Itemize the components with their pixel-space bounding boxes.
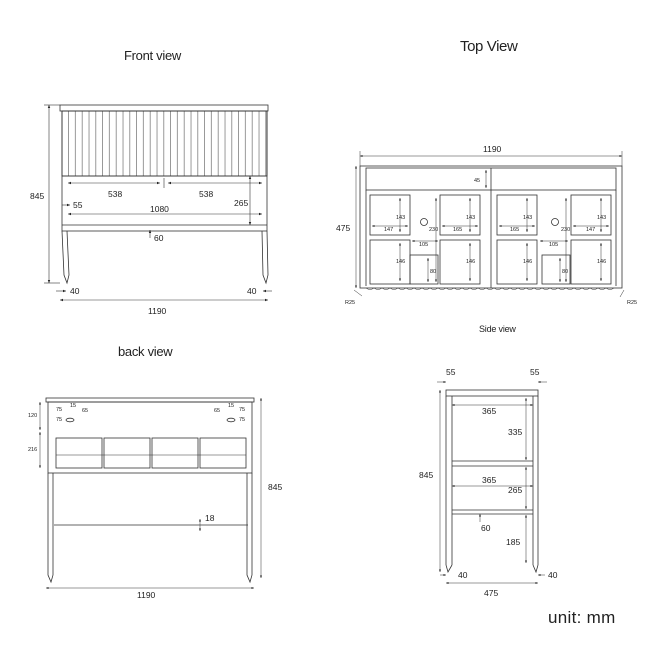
back-right-leg [246,473,253,584]
side-dimensions [437,381,547,584]
front-height-label: 845 [30,191,44,201]
side-mid-gap-label: 265 [508,485,522,495]
front-leg-left-label: 40 [70,286,80,296]
front-drawer-right-label: 538 [199,189,213,199]
front-left-leg [61,230,70,285]
back-top-band-label: 120 [28,413,37,419]
top-depth-label: 475 [336,223,350,233]
front-dimension-labels: 845 538 538 55 1080 265 60 40 40 1190 [30,189,257,316]
front-leg-right-label: 40 [247,286,257,296]
side-foot-height-label: 185 [506,537,520,547]
back-view [45,397,255,584]
top-right-box-b-h: 143 [597,215,606,221]
side-mid-shelf-depth-label: 365 [482,475,496,485]
top-right-hole [551,218,559,226]
top-radius-right-label: R25 [627,300,637,306]
top-left-center-h: 230 [429,227,438,233]
back-right-hole-b: 15 [228,403,234,409]
top-left-hole [420,218,428,226]
top-dimensions [353,151,625,298]
back-drawer-band-label: 216 [28,447,37,453]
back-carcass [47,401,253,474]
front-fluted-panel [61,110,268,177]
top-left-notch: 80 [430,269,436,275]
top-right-box-c-h: 146 [523,259,532,265]
side-view-title: Side view [479,324,516,334]
top-right-notch: 80 [562,269,568,275]
top-left-box-b-w: 165 [453,227,462,233]
top-left-box-a-h: 143 [396,215,405,221]
side-left-foot [445,564,453,574]
back-view-title: back view [118,344,173,359]
unit-note: unit: mm [548,608,616,627]
side-leg-right-label: 40 [548,570,558,580]
side-height-label: 845 [419,470,433,480]
back-left-hole-c: 65 [82,408,88,414]
top-right-box-b-w: 147 [586,227,595,233]
side-upper-gap-label: 335 [508,427,522,437]
top-left-box-a-w: 147 [384,227,393,233]
front-view-title: Front view [124,48,181,63]
top-right-center-w: 105 [549,242,558,248]
front-dimensions [44,104,272,302]
top-dimension-labels: 1190 475 45 R25 R25 143 147 143 165 230 … [336,144,637,306]
top-left-box-c-h: 146 [396,259,405,265]
top-fluted-front-edge [365,287,615,290]
top-right-center-h: 230 [561,227,570,233]
side-dimension-labels: 55 55 365 335 365 265 60 185 845 40 40 4… [419,367,558,598]
front-inner-width-label: 1080 [150,204,169,214]
front-carcass [61,110,268,232]
back-right-hole-c: 75 [239,407,245,413]
side-top-slab [445,389,539,397]
side-right-foot [532,564,539,574]
front-overall-width-label: 1190 [148,306,167,316]
top-overall-width-label: 1190 [483,144,502,154]
back-top-slab [45,397,255,403]
back-left-hole-b: 15 [70,403,76,409]
top-view-title: Top View [460,38,518,55]
front-top-slab [59,104,269,112]
top-left-box-d-h: 146 [466,259,475,265]
front-view [59,104,269,285]
back-rail-label: 18 [205,513,215,523]
top-left-center-w: 105 [419,242,428,248]
back-left-hole-a: 75 [56,407,62,413]
side-leg-left-label: 40 [458,570,468,580]
side-top-shelf-depth-label: 365 [482,406,496,416]
top-right-box-a-h: 143 [523,215,532,221]
front-drawer-left-label: 538 [108,189,122,199]
top-right-box-a-w: 165 [510,227,519,233]
back-overall-width-label: 1190 [137,590,156,600]
front-rail-label: 60 [154,233,164,243]
back-left-hole-d: 75 [56,417,62,423]
front-side-offset-label: 55 [73,200,83,210]
front-shelf-height-label: 265 [234,198,248,208]
top-view [359,165,623,290]
back-left-leg [47,473,54,584]
back-dimension-labels: 120 216 75 15 65 75 65 15 75 75 845 18 1… [28,403,282,600]
top-left-box-b-h: 143 [466,215,475,221]
side-rail-label: 60 [481,523,491,533]
front-right-leg [261,230,269,285]
back-right-hole-d: 75 [239,417,245,423]
top-right-box-d-h: 146 [597,259,606,265]
side-leg-top-right-label: 55 [530,367,540,377]
side-view [445,389,539,574]
back-height-label: 845 [268,482,282,492]
top-back-gap-label: 45 [474,178,480,184]
side-overall-depth-label: 475 [484,588,498,598]
back-dimensions [39,398,262,589]
top-radius-left-label: R25 [345,300,355,306]
side-leg-top-left-label: 55 [446,367,456,377]
back-right-hole-a: 65 [214,408,220,414]
